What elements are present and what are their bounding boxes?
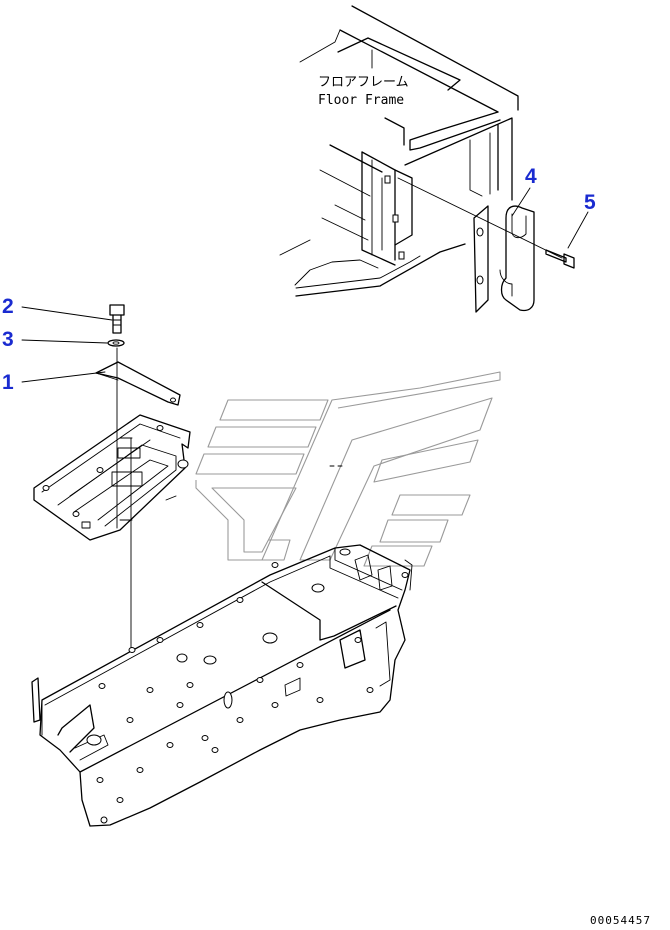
callout-1: 1 bbox=[2, 371, 14, 394]
main-chassis bbox=[31, 544, 413, 827]
cover-plate bbox=[95, 361, 181, 406]
washer-part-3 bbox=[107, 339, 125, 347]
watermark-logo bbox=[195, 371, 501, 567]
callout-4: 4 bbox=[525, 165, 537, 188]
leader-lines bbox=[21, 187, 589, 383]
alignment-line-vertical bbox=[116, 347, 132, 649]
diagram-code: 00054457 bbox=[590, 914, 651, 927]
alignment-line-bolt bbox=[397, 177, 563, 259]
handrail-bracket bbox=[473, 205, 535, 313]
callout-5: 5 bbox=[584, 191, 596, 214]
callout-2: 2 bbox=[2, 295, 14, 318]
floor-frame-label-en: Floor Frame bbox=[318, 93, 404, 108]
bolt-part-5 bbox=[545, 249, 575, 269]
floor-frame-label: フロアフレーム Floor Frame bbox=[318, 75, 409, 108]
floor-frame-label-jp: フロアフレーム bbox=[318, 75, 409, 90]
callout-3: 3 bbox=[2, 328, 14, 351]
bolt-part-2 bbox=[109, 304, 125, 334]
floor-frame bbox=[279, 5, 519, 297]
floor-plate bbox=[33, 414, 191, 541]
